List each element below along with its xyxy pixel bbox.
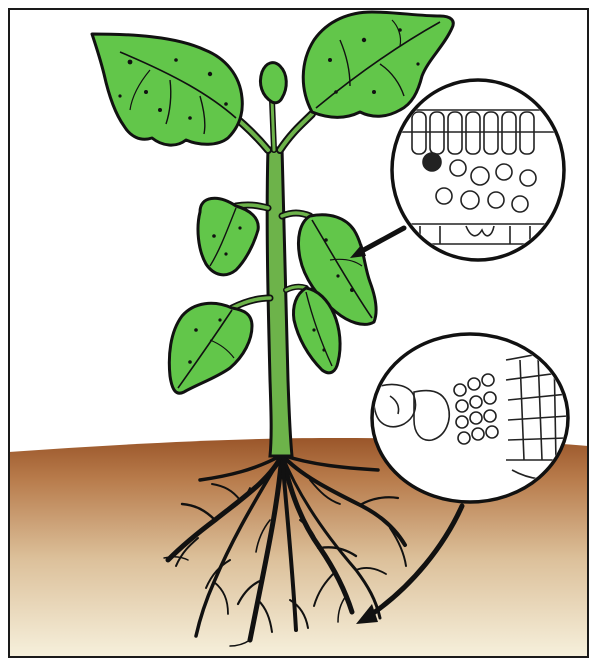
- stem: [232, 100, 312, 456]
- leaf-lower-left: [169, 303, 252, 393]
- leaf-middle-left: [198, 198, 258, 275]
- leaf-top-left: [92, 34, 242, 145]
- leaf-bud: [260, 63, 286, 103]
